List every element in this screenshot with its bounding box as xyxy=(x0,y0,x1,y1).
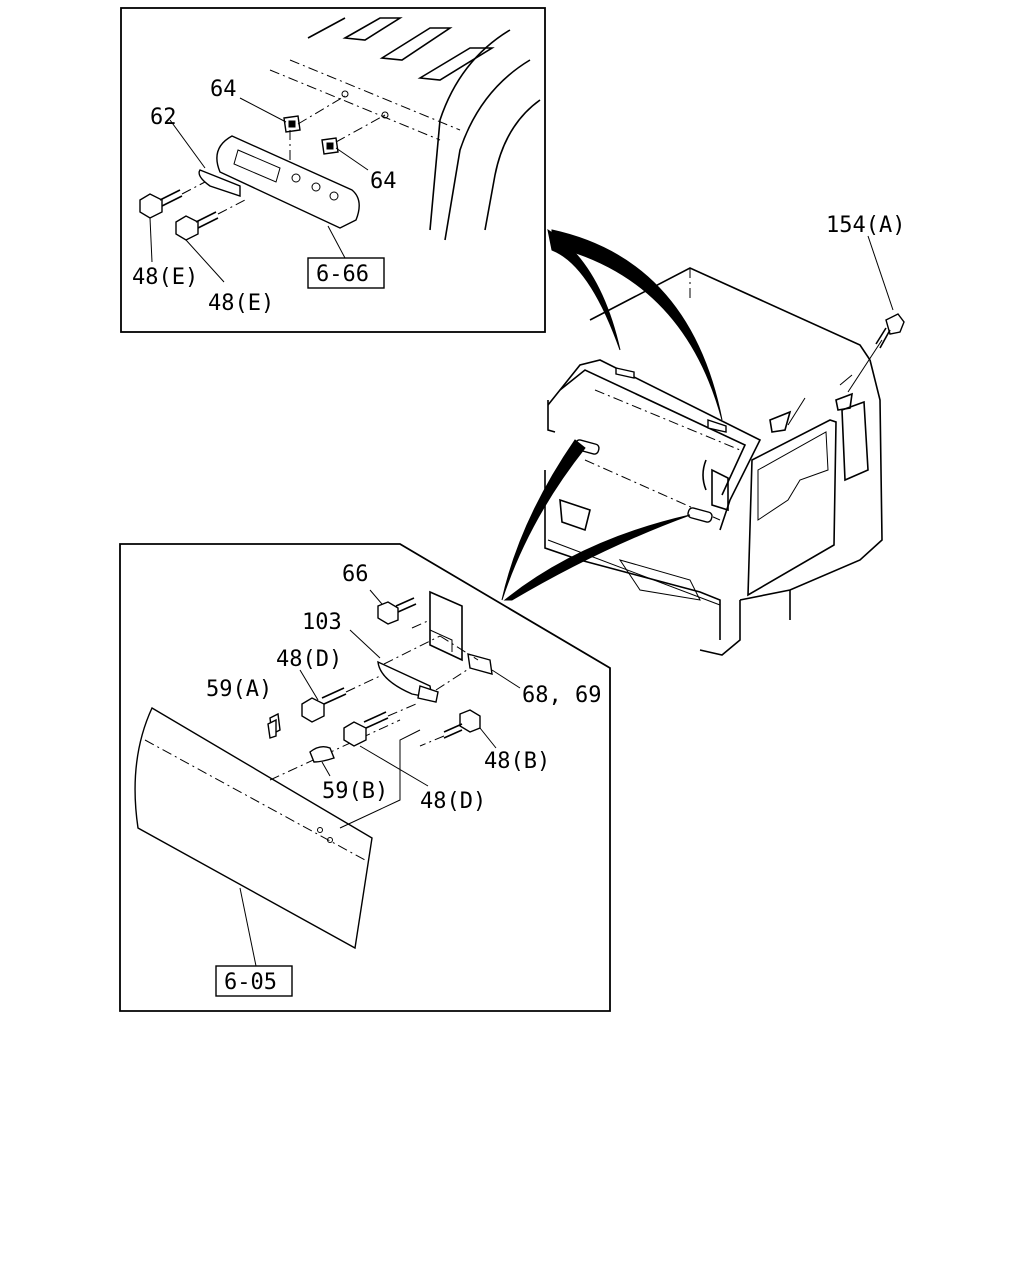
callout-64-right: 64 xyxy=(370,169,397,194)
callout-48e-right: 48(E) xyxy=(208,291,274,316)
bolt-48b-icon xyxy=(443,709,481,739)
callout-48d-top: 48(D) xyxy=(276,647,342,672)
lower-detail-inset: 66 103 48(D) 59(A) 68, 69 48(B) 59(B) 48… xyxy=(119,543,611,1012)
callout-48d-bottom: 48(D) xyxy=(420,789,486,814)
clip-59b-icon xyxy=(309,745,335,763)
marker-lamp-part xyxy=(216,135,360,229)
callout-68-69: 68, 69 xyxy=(522,683,601,708)
callout-62: 62 xyxy=(150,105,177,130)
callout-59a: 59(A) xyxy=(206,677,272,702)
bolt-48d-upper-icon xyxy=(301,687,347,723)
ref-box-6-66 xyxy=(307,257,385,289)
nut-64-right-icon xyxy=(321,137,339,155)
inset-connector-arrows xyxy=(501,228,723,601)
upper-detail-inset: 64 62 64 48(E) 48(E) 6-66 xyxy=(120,7,546,333)
ref-box-6-05 xyxy=(215,965,293,997)
callout-59b: 59(B) xyxy=(322,779,388,804)
clip-59a-icon xyxy=(267,712,281,739)
callout-154a: 154(A) xyxy=(826,213,905,238)
bolt-48d-lower-icon xyxy=(343,711,389,747)
ref-label-6-66: 6-66 xyxy=(316,262,369,287)
bolt-48e-right-icon xyxy=(175,211,219,241)
bracket-68-69-part xyxy=(429,590,463,662)
callout-103: 103 xyxy=(302,610,342,635)
front-panel-part xyxy=(134,707,373,950)
ref-label-6-05: 6-05 xyxy=(224,970,277,995)
bolt-154a-icon xyxy=(875,313,905,349)
callout-48b: 48(B) xyxy=(484,749,550,774)
callout-48e-left: 48(E) xyxy=(132,265,198,290)
bolt-48e-left-icon xyxy=(139,189,183,219)
callout-64-top: 64 xyxy=(210,77,237,102)
callout-66: 66 xyxy=(342,562,369,587)
nut-64-top-icon xyxy=(283,115,301,133)
truck-cab-illustration xyxy=(544,235,905,656)
bolt-66-icon xyxy=(377,597,417,625)
